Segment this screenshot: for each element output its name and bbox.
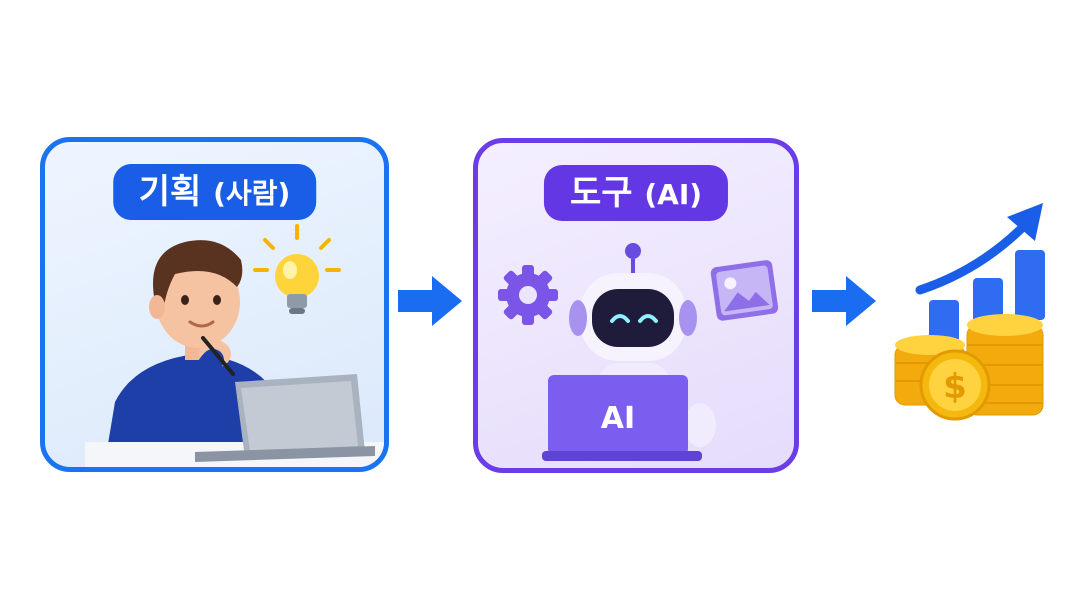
- step-planning-human: 기획 (사람): [40, 137, 389, 472]
- gear-icon: [498, 265, 558, 325]
- lightbulb-icon: [253, 224, 341, 314]
- person-icon: [85, 224, 384, 467]
- growth-chart-icon: $: [894, 203, 1045, 421]
- step-title-text: 기획: [138, 172, 202, 212]
- step-title-planning: 기획 (사람): [112, 164, 317, 220]
- step-subtitle-text: (사람): [213, 177, 291, 210]
- robot-icon: AI: [498, 243, 779, 461]
- laptop-label: AI: [601, 401, 635, 436]
- step-tool-ai: AI 도구 (AI): [473, 138, 799, 473]
- step-title-tool: 도구 (AI): [543, 165, 729, 221]
- laptop-icon: [542, 375, 702, 461]
- step-title-text: 도구: [569, 173, 633, 213]
- svg-text:$: $: [943, 367, 967, 407]
- arrow-right-icon: [812, 276, 876, 326]
- dollar-coin-icon: $: [919, 349, 991, 421]
- arrow-right-icon: [398, 276, 462, 326]
- step-subtitle-text: (AI): [644, 178, 703, 211]
- laptop-icon: [195, 374, 375, 462]
- image-icon: [710, 260, 779, 321]
